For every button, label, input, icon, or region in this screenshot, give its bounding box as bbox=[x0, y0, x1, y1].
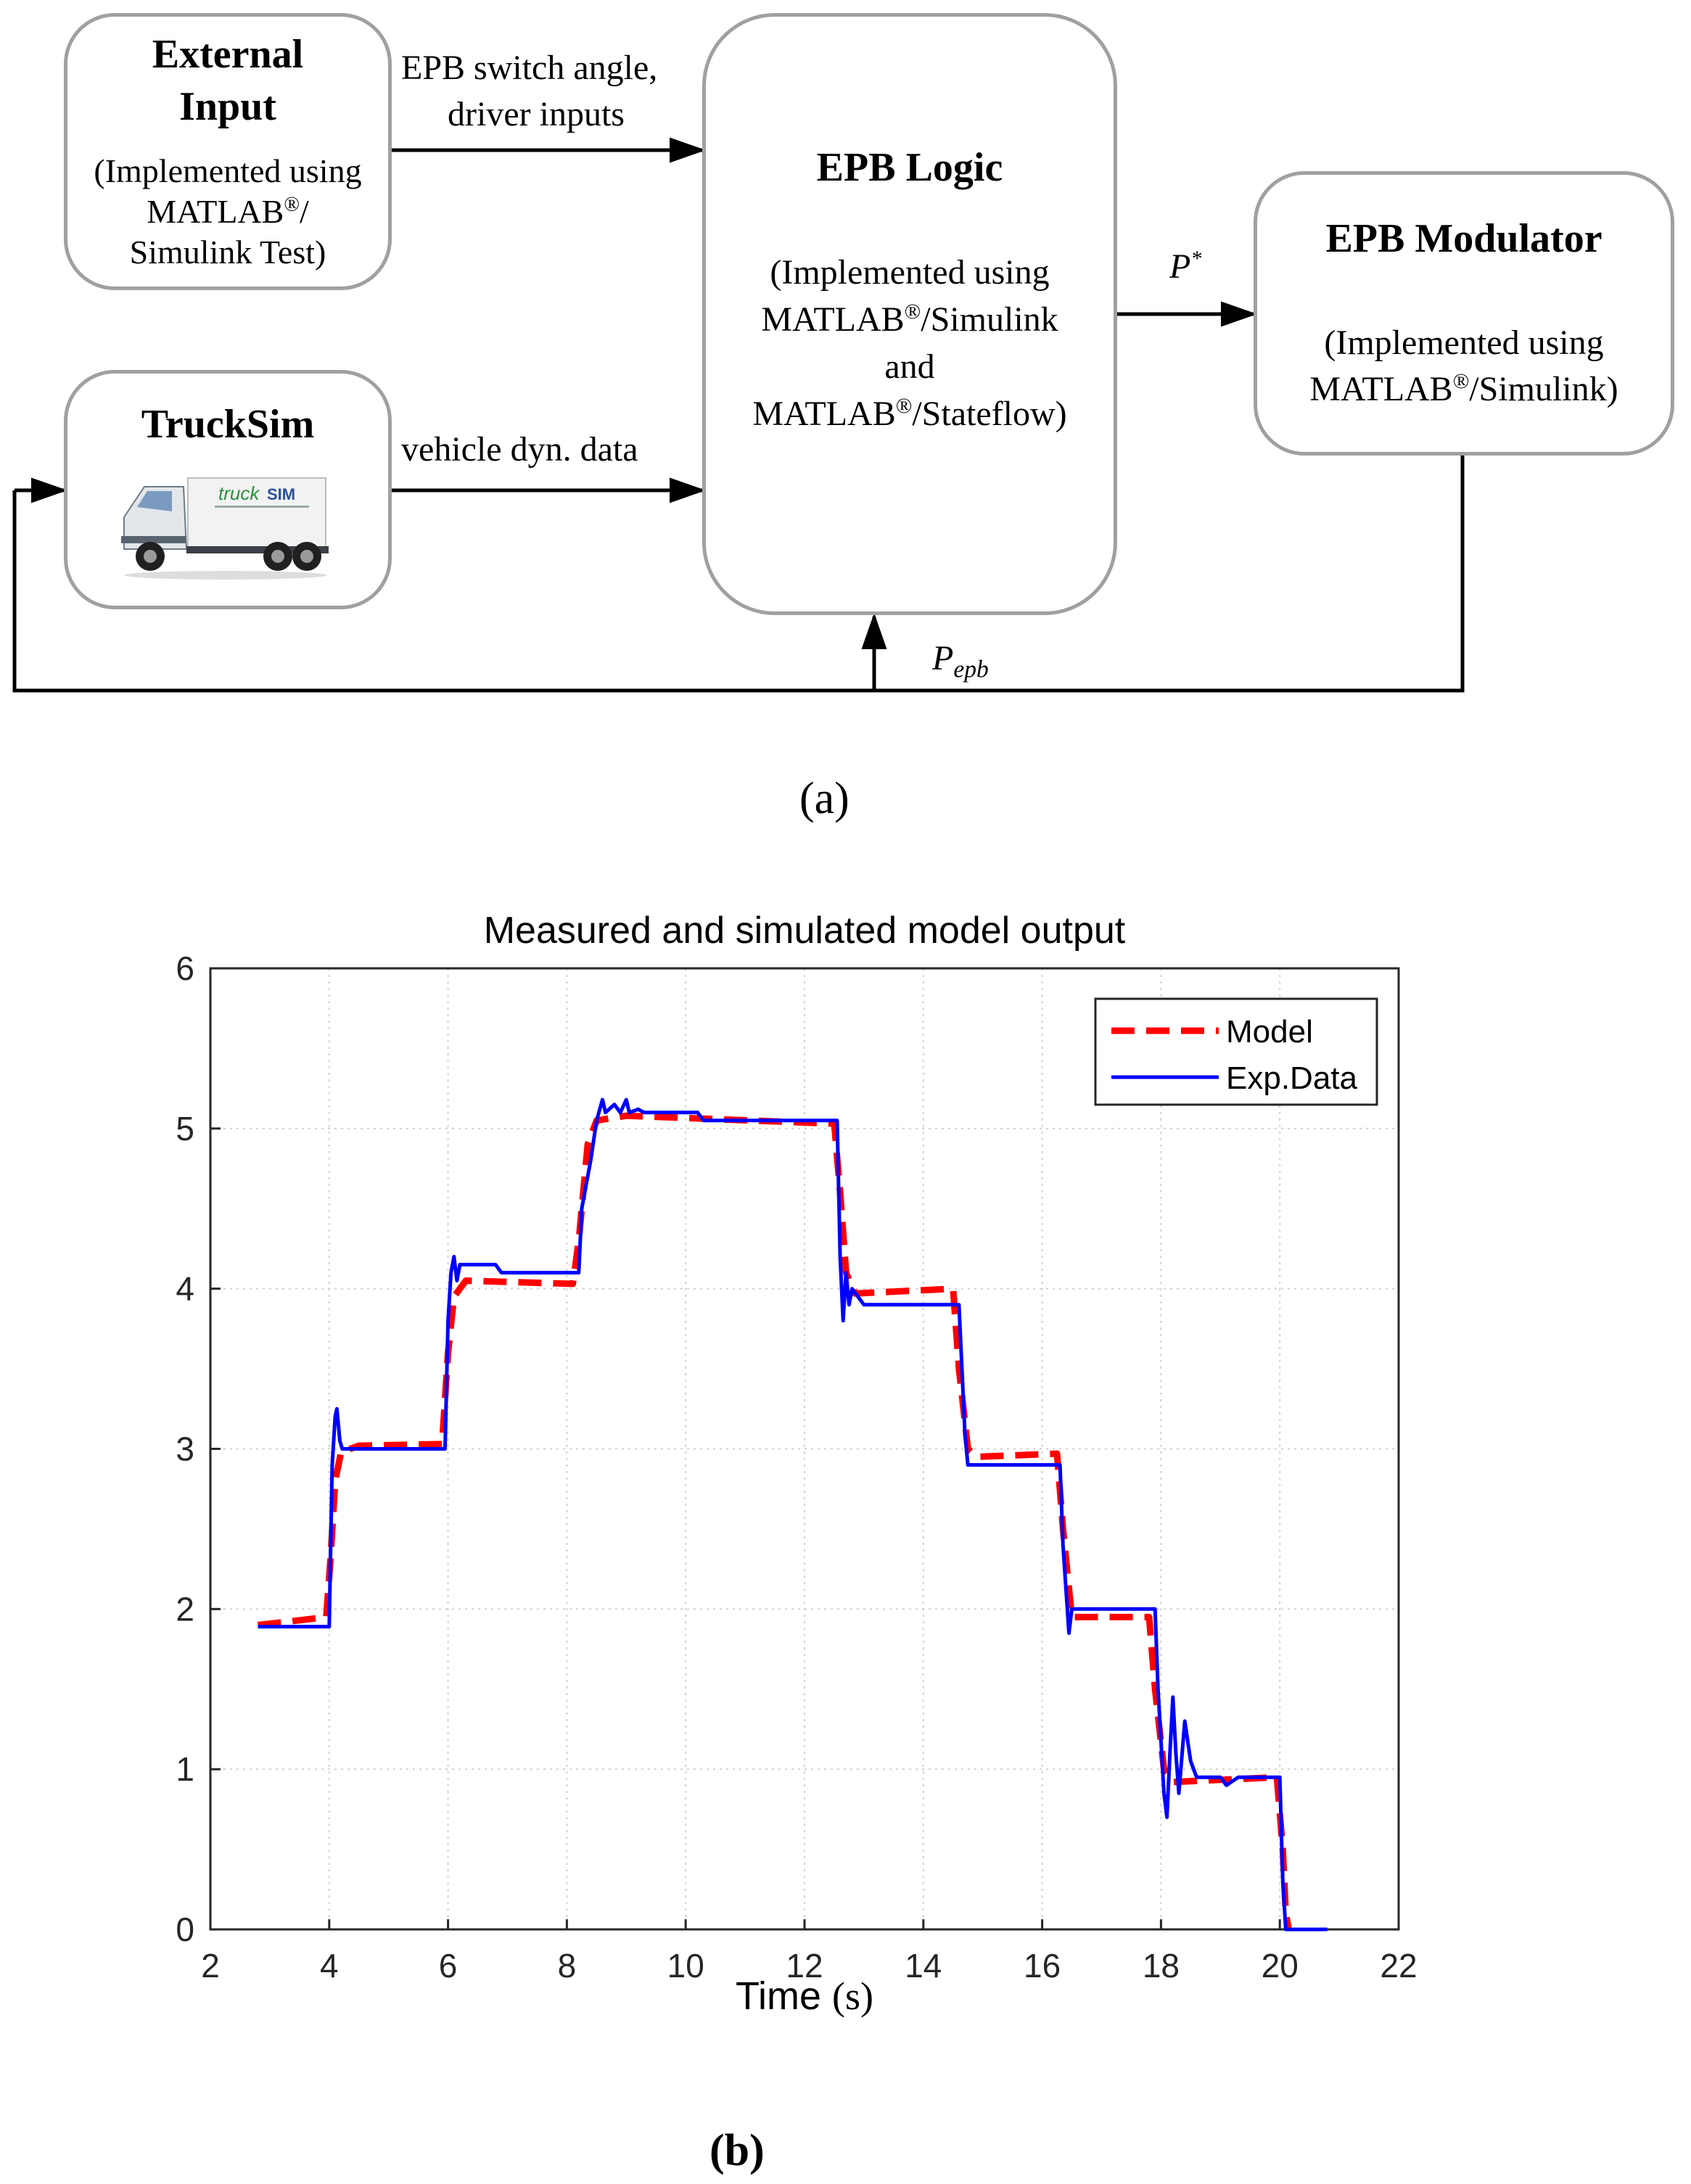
truck-image: truck SIM bbox=[121, 477, 329, 580]
x-axis-label: Time (s) bbox=[736, 1974, 873, 2018]
panel-label-a: (a) bbox=[799, 774, 849, 823]
y-tick-label: 0 bbox=[176, 1911, 194, 1948]
epb-logic-desc-line1: (Implemented using bbox=[770, 253, 1050, 292]
label-switch-line1: EPB switch angle, bbox=[401, 49, 658, 87]
external-input-title-line1: External bbox=[152, 32, 304, 77]
x-tick-label: 8 bbox=[558, 1947, 577, 1985]
y-tick-label: 3 bbox=[176, 1430, 194, 1468]
label-switch-line2: driver inputs bbox=[448, 95, 625, 133]
legend-box bbox=[1094, 997, 1378, 1106]
x-tick-label: 22 bbox=[1380, 1947, 1417, 1985]
epb-logic-desc-line4: MATLAB®/Stateflow) bbox=[752, 394, 1067, 433]
x-tick-label: 20 bbox=[1262, 1947, 1299, 1985]
epb-modulator-desc-line2: MATLAB®/Simulink) bbox=[1309, 369, 1618, 408]
x-tick-label: 2 bbox=[201, 1947, 220, 1985]
epb-modulator-block: EPB Modulator (Implemented using MATLAB®… bbox=[1254, 171, 1674, 456]
legend-label-model: Model bbox=[1226, 1014, 1313, 1050]
label-p-star: P* bbox=[1169, 247, 1202, 286]
epb-modulator-title: EPB Modulator bbox=[1325, 216, 1602, 261]
x-tick-label: 12 bbox=[786, 1947, 823, 1985]
x-tick-label: 14 bbox=[905, 1947, 942, 1985]
x-tick-label: 16 bbox=[1024, 1947, 1061, 1985]
svg-text:truck: truck bbox=[218, 482, 260, 504]
external-input-block: External Input (Implemented using MATLAB… bbox=[64, 13, 392, 290]
series-line-exp-data bbox=[258, 1097, 1328, 1932]
x-tick-label: 18 bbox=[1143, 1947, 1180, 1985]
external-input-desc-line2: MATLAB®/ bbox=[147, 193, 309, 230]
panel-label-b: (b) bbox=[709, 2126, 765, 2175]
chart-title: Measured and simulated model output bbox=[484, 910, 1126, 952]
trucksim-block: TruckSim truck SIM bbox=[64, 370, 392, 609]
external-input-desc-line3: Simulink Test) bbox=[129, 234, 326, 271]
x-tick-label: 10 bbox=[667, 1947, 704, 1985]
epb-logic-title: EPB Logic bbox=[816, 145, 1003, 190]
epb-logic-desc-line2: MATLAB®/Simulink bbox=[761, 300, 1058, 339]
y-tick-label: 5 bbox=[176, 1110, 194, 1147]
x-tick-label: 6 bbox=[439, 1947, 458, 1985]
epb-logic-desc-line3: and bbox=[884, 347, 935, 386]
y-tick-label: 4 bbox=[176, 1270, 194, 1308]
epb-logic-block: EPB Logic (Implemented using MATLAB®/Sim… bbox=[702, 13, 1117, 615]
label-vehicle-data: vehicle dyn. data bbox=[401, 430, 638, 469]
y-tick-label: 1 bbox=[176, 1750, 194, 1788]
external-input-desc-line1: (Implemented using bbox=[94, 152, 362, 189]
epb-modulator-desc-line1: (Implemented using bbox=[1324, 324, 1604, 362]
external-input-title-line2: Input bbox=[179, 84, 276, 129]
chart-series bbox=[257, 1097, 1328, 1932]
feedback-loop-line bbox=[12, 456, 1465, 693]
svg-text:SIM: SIM bbox=[267, 485, 295, 503]
y-tick-label: 6 bbox=[176, 949, 194, 987]
x-tick-label: 4 bbox=[320, 1947, 339, 1985]
legend-label-exp-data: Exp.Data bbox=[1226, 1060, 1358, 1096]
diagram-connectors bbox=[12, 137, 1465, 693]
y-tick-label: 2 bbox=[176, 1590, 194, 1628]
trucksim-title: TruckSim bbox=[141, 402, 315, 447]
label-p-epb: Pepb bbox=[932, 639, 989, 683]
chart-legend: Model Exp.Data bbox=[1094, 997, 1378, 1106]
